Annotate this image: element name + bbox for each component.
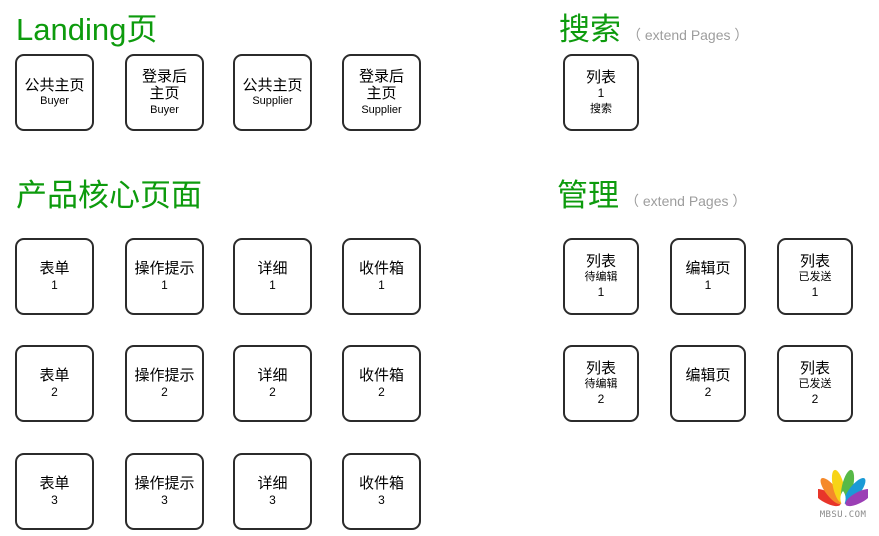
page-box-list-pending-1[interactable]: 列表 待编辑 1: [563, 238, 639, 315]
box-subtext: 已发送: [798, 271, 832, 284]
box-subtext: Buyer: [40, 95, 69, 108]
page-box-detail-2[interactable]: 详细 2: [233, 345, 312, 422]
page-box-operation-hint-1[interactable]: 操作提示 1: [125, 238, 204, 315]
peacock-logo-icon: [818, 469, 868, 507]
box-number: 1: [51, 277, 58, 292]
box-line2: 主页: [149, 85, 180, 103]
box-number: 2: [704, 384, 712, 399]
box-line2: 主页: [366, 85, 397, 103]
box-line1: 公共主页: [242, 76, 303, 94]
box-line1: 列表: [585, 359, 616, 377]
watermark-text: MBSU.COM: [819, 510, 867, 520]
box-line1: 表单: [39, 366, 70, 384]
page-box-inbox-1[interactable]: 收件箱 1: [342, 238, 421, 315]
box-subtext: Supplier: [361, 104, 402, 117]
box-subtext: Supplier: [252, 95, 293, 108]
box-line1: 详细: [257, 474, 288, 492]
page-box-detail-3[interactable]: 详细 3: [233, 453, 312, 530]
box-number: 1: [161, 277, 168, 292]
box-subtext: Buyer: [150, 104, 179, 117]
page-box-logged-home-buyer[interactable]: 登录后 主页 Buyer: [125, 54, 204, 131]
box-line1: 表单: [39, 259, 70, 277]
box-number: 1: [269, 277, 276, 292]
box-number: 1: [378, 277, 385, 292]
box-number: 3: [269, 492, 276, 507]
box-line1: 表单: [39, 474, 70, 492]
page-box-list-sent-2[interactable]: 列表 已发送 2: [777, 345, 853, 422]
box-line1: 编辑页: [685, 366, 731, 384]
box-subtext: 待编辑: [584, 271, 618, 284]
page-box-form-2[interactable]: 表单 2: [15, 345, 94, 422]
box-number: 3: [378, 492, 385, 507]
box-number: 2: [51, 384, 58, 399]
page-box-logged-home-supplier[interactable]: 登录后 主页 Supplier: [342, 54, 421, 131]
box-number: 1: [704, 277, 712, 292]
box-line1: 详细: [257, 259, 288, 277]
box-line1: 列表: [799, 252, 830, 270]
box-line1: 列表: [585, 252, 616, 270]
page-box-operation-hint-2[interactable]: 操作提示 2: [125, 345, 204, 422]
box-number: 2: [811, 391, 819, 406]
box-number: 2: [269, 384, 276, 399]
section-subtitle-manage: （ extend Pages ）: [625, 193, 747, 209]
page-box-inbox-3[interactable]: 收件箱 3: [342, 453, 421, 530]
box-number: 1: [811, 284, 819, 299]
box-number: 2: [378, 384, 385, 399]
page-box-edit-page-2[interactable]: 编辑页 2: [670, 345, 746, 422]
box-number: 2: [161, 384, 168, 399]
box-line1: 收件箱: [358, 259, 404, 277]
box-subtext: 已发送: [798, 378, 832, 391]
section-heading-core: 产品核心页面: [16, 180, 208, 211]
page-box-list-search-1[interactable]: 列表 1 搜索: [563, 54, 639, 131]
box-line1: 列表: [799, 359, 830, 377]
box-number: 1: [597, 284, 605, 299]
box-number: 3: [161, 492, 168, 507]
box-subtext: 搜索: [590, 102, 612, 115]
section-title-landing: Landing页: [16, 12, 158, 47]
box-number: 2: [597, 391, 605, 406]
box-line1: 收件箱: [358, 474, 404, 492]
box-line1: 收件箱: [358, 366, 404, 384]
page-box-form-3[interactable]: 表单 3: [15, 453, 94, 530]
box-subtext: 待编辑: [584, 378, 618, 391]
box-line1: 详细: [257, 366, 288, 384]
section-title-core: 产品核心页面: [16, 178, 202, 213]
box-line1: 操作提示: [134, 474, 195, 492]
page-box-list-sent-1[interactable]: 列表 已发送 1: [777, 238, 853, 315]
page-box-form-1[interactable]: 表单 1: [15, 238, 94, 315]
page-box-public-home-supplier[interactable]: 公共主页 Supplier: [233, 54, 312, 131]
box-number: 1: [597, 86, 605, 101]
section-heading-manage: 管理 （ extend Pages ）: [557, 180, 746, 211]
box-line1: 登录后: [358, 67, 404, 85]
page-box-list-pending-2[interactable]: 列表 待编辑 2: [563, 345, 639, 422]
section-heading-search: 搜索 （ extend Pages ）: [559, 14, 748, 45]
box-line1: 操作提示: [134, 366, 195, 384]
watermark: MBSU.COM: [812, 466, 874, 528]
section-subtitle-search: （ extend Pages ）: [627, 27, 749, 43]
page-box-edit-page-1[interactable]: 编辑页 1: [670, 238, 746, 315]
page-box-operation-hint-3[interactable]: 操作提示 3: [125, 453, 204, 530]
page-box-public-home-buyer[interactable]: 公共主页 Buyer: [15, 54, 94, 131]
box-line1: 操作提示: [134, 259, 195, 277]
box-line1: 列表: [585, 68, 616, 86]
section-title-search: 搜索: [559, 12, 621, 47]
section-heading-landing: Landing页: [16, 14, 163, 45]
box-line1: 登录后: [141, 67, 187, 85]
page-box-detail-1[interactable]: 详细 1: [233, 238, 312, 315]
box-line1: 编辑页: [685, 259, 731, 277]
page-box-inbox-2[interactable]: 收件箱 2: [342, 345, 421, 422]
box-number: 3: [51, 492, 58, 507]
box-line1: 公共主页: [24, 76, 85, 94]
section-title-manage: 管理: [557, 178, 619, 213]
